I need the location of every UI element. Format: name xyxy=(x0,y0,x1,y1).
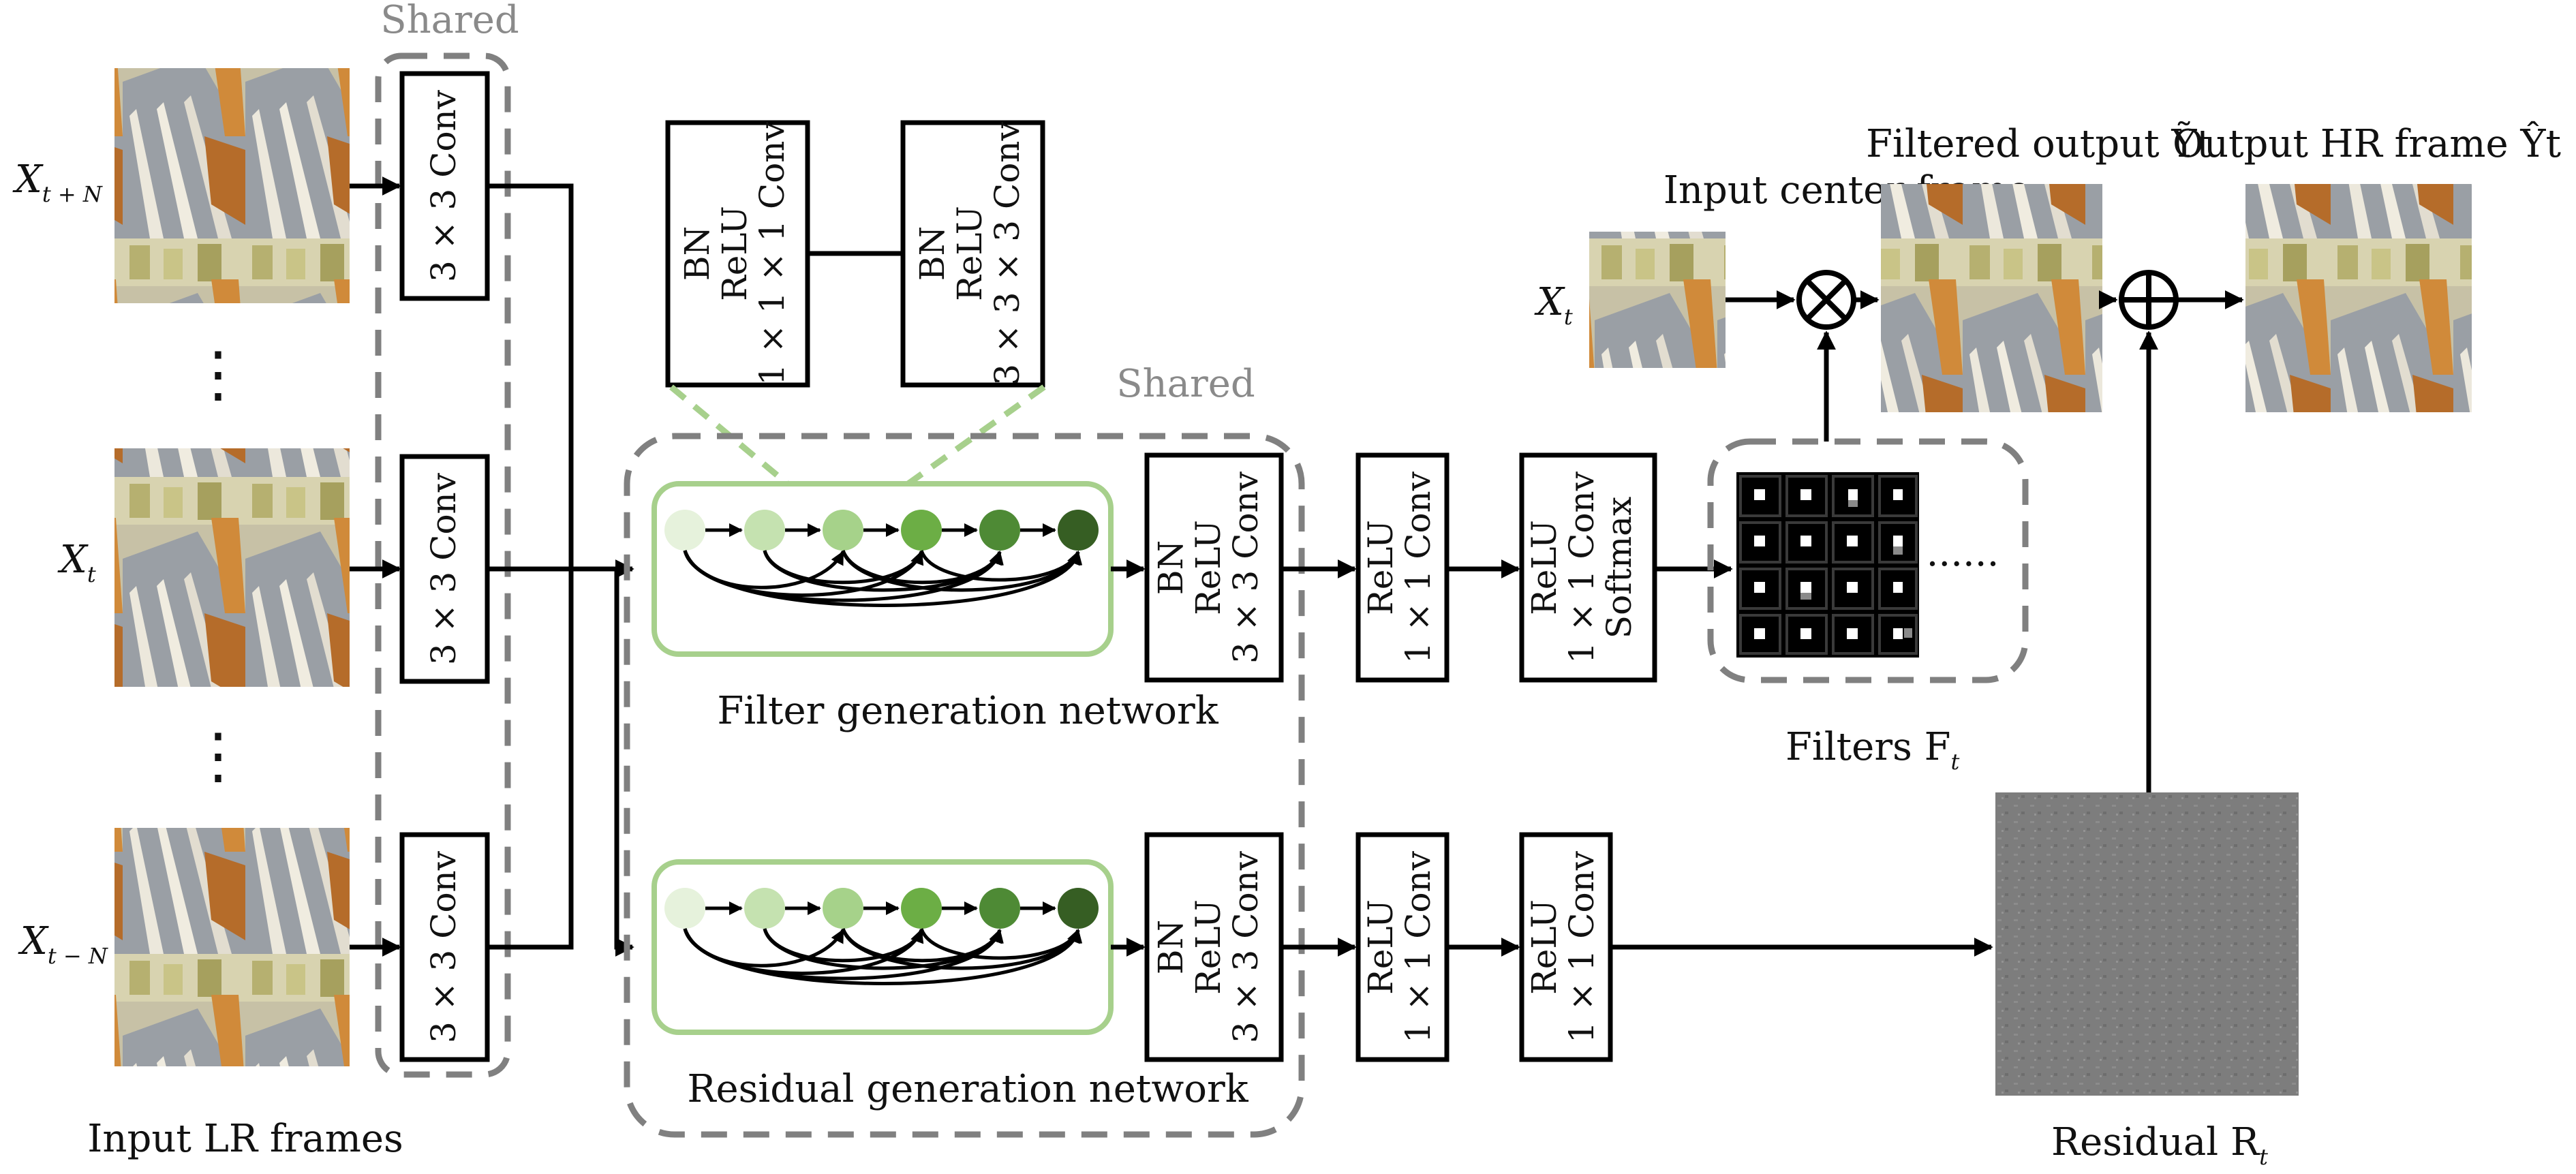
filters-dashed-box xyxy=(1707,438,2029,683)
res-node-3 xyxy=(823,888,863,929)
conv-box-bot-label: 3 × 3 Conv xyxy=(424,850,463,1043)
conv-box-top-label: 3 × 3 Conv xyxy=(424,89,463,282)
frame-x-t-minus-n xyxy=(114,828,350,1066)
wire-to-residual-net xyxy=(614,569,634,957)
dense-b-line1: BN xyxy=(913,226,952,281)
softmax-l3: Softmax xyxy=(1599,497,1639,638)
bn-bot-l2: ReLU xyxy=(1189,899,1228,995)
caption-residual-gen: Residual generation network xyxy=(687,1067,1248,1111)
softmax-l1: ReLU xyxy=(1524,520,1564,615)
caption-output-hr: Output HR frame Ŷt xyxy=(2173,121,2561,166)
relu-bot1-l2: 1 × 1 Conv xyxy=(1398,850,1438,1043)
bn-top-l2: ReLU xyxy=(1189,520,1228,615)
dense-node-3 xyxy=(823,510,863,551)
softmax-l2: 1 × 1 Conv xyxy=(1562,471,1601,664)
res-node-1 xyxy=(664,888,705,929)
caption-filter-gen: Filter generation network xyxy=(717,689,1218,733)
dense-b-line2: ReLU xyxy=(950,206,990,301)
caption-input-lr-frames: Input LR frames xyxy=(87,1117,403,1161)
frame-filtered-output xyxy=(1881,184,2102,412)
bn-relu-conv-bot xyxy=(1144,832,1284,1062)
caption-filtered-output: Filtered output Ỹt xyxy=(1866,121,2212,166)
dense-node-5 xyxy=(979,510,1020,551)
shared-label-mid: Shared xyxy=(1116,362,1255,406)
shared-label-top: Shared xyxy=(380,0,519,42)
relu-conv-softmax xyxy=(1519,452,1657,683)
dense-b-line3: 3 × 3 × 3 Conv xyxy=(987,121,1027,385)
relu-bot1-l1: ReLU xyxy=(1361,899,1400,995)
dense-detail-box-a xyxy=(665,120,810,388)
filters-ellipsis: ...... xyxy=(1927,531,1999,575)
caption-residual: Residual Rt xyxy=(2051,1120,2268,1170)
add-op xyxy=(2119,270,2179,330)
dense-a-line3: 1 × 1 × 1 Conv xyxy=(752,121,792,385)
filter-gen-green-box xyxy=(651,481,1114,657)
label-xt-center: Xt xyxy=(1534,280,1573,330)
bn-relu-conv-top xyxy=(1144,452,1284,683)
relu-top1-l2: 1 × 1 Conv xyxy=(1398,471,1438,664)
relu-conv-bot-1 xyxy=(1355,832,1450,1062)
res-node-2 xyxy=(744,888,785,929)
residual-image xyxy=(1995,792,2299,1096)
label-x-t-plus-n: Xt + N xyxy=(12,157,103,207)
caption-filters: Filters Ft xyxy=(1785,725,1959,775)
wire-conv-bot xyxy=(487,569,574,950)
filters-grid xyxy=(1736,472,1919,658)
dense-a-line1: BN xyxy=(677,226,717,281)
residual-gen-green-box xyxy=(651,859,1114,1035)
multiply-op xyxy=(1796,270,1856,330)
frame-x-t-plus-n xyxy=(114,68,350,303)
frame-center xyxy=(1589,232,1726,368)
zoom-line-right xyxy=(841,384,1046,533)
label-x-t-minus-n: Xt − N xyxy=(18,919,108,969)
wire-conv-top xyxy=(487,183,574,569)
dense-node-2 xyxy=(744,510,785,551)
frame-x-t xyxy=(114,448,350,687)
dots-upper: ⋮ xyxy=(187,339,249,410)
res-node-4 xyxy=(901,888,942,929)
dense-detail-box-b xyxy=(900,120,1045,388)
relu-bot2-l2: 1 × 1 Conv xyxy=(1562,850,1601,1043)
relu-top1-l1: ReLU xyxy=(1361,520,1400,615)
conv-box-mid-label: 3 × 3 Conv xyxy=(424,472,463,665)
residual-gen-dense-nodes xyxy=(664,888,1099,985)
shared-dashed-box-left xyxy=(375,52,511,1078)
frame-output-hr xyxy=(2245,184,2472,412)
dense-node-6 xyxy=(1058,510,1099,551)
dense-node-1 xyxy=(664,510,705,551)
dense-a-line2: ReLU xyxy=(715,206,754,301)
relu-bot2-l1: ReLU xyxy=(1524,899,1564,995)
bn-bot-l3: 3 × 3 Conv xyxy=(1226,850,1266,1043)
label-x-t: Xt xyxy=(57,538,96,587)
bn-top-l1: BN xyxy=(1151,540,1191,596)
shared-dashed-box-mid xyxy=(624,433,1305,1138)
dots-lower: ⋮ xyxy=(187,720,249,792)
bn-top-l3: 3 × 3 Conv xyxy=(1226,471,1266,664)
filter-gen-dense-nodes xyxy=(664,510,1099,607)
res-node-6 xyxy=(1058,888,1099,929)
bn-bot-l1: BN xyxy=(1151,920,1191,975)
dense-node-4 xyxy=(901,510,942,551)
res-node-5 xyxy=(979,888,1020,929)
